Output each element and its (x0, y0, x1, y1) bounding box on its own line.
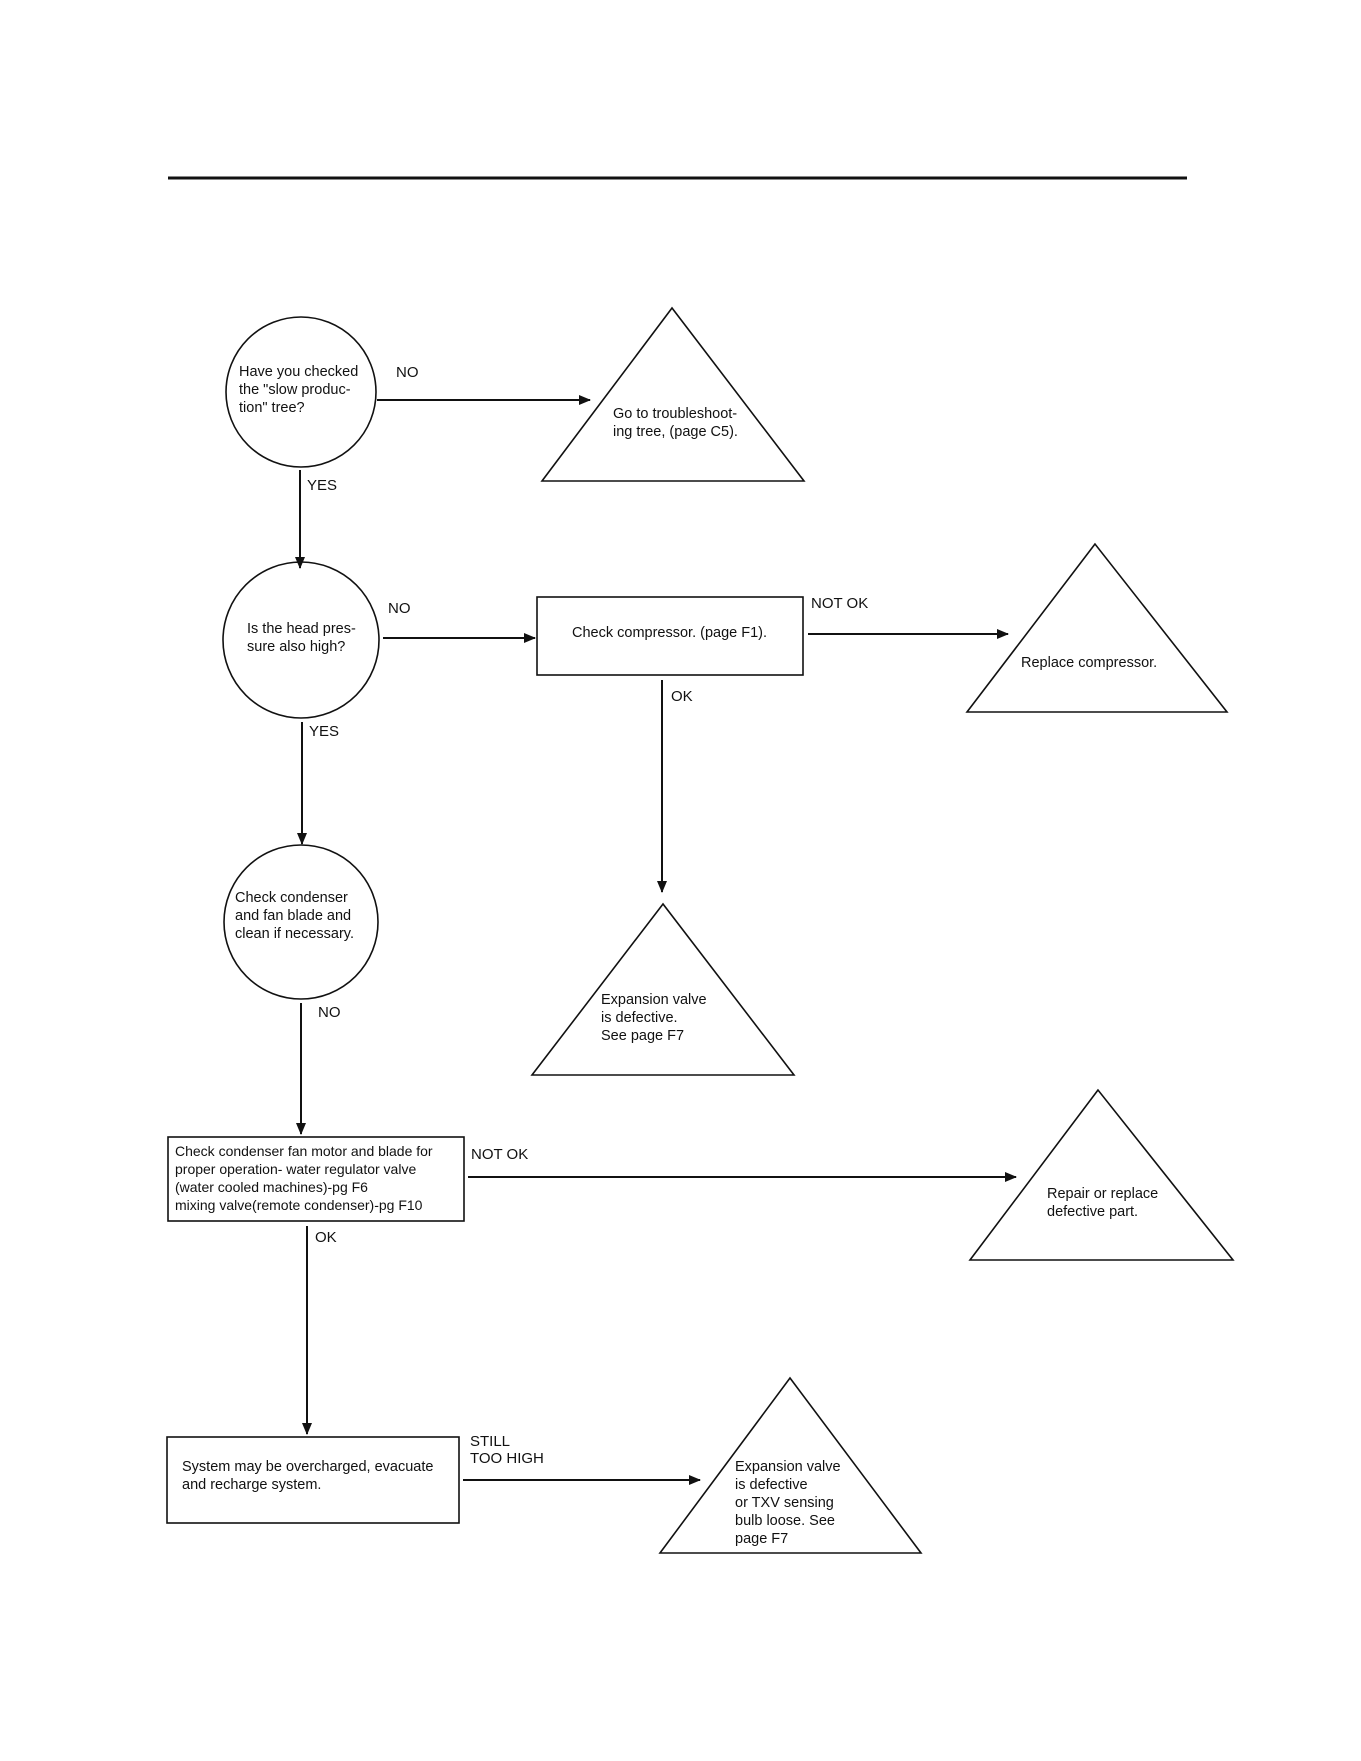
node-check-condenser-circle (223, 844, 379, 1000)
node-check-fan-motor-text: Check condenser fan motor and blade for … (175, 1143, 433, 1213)
edge-label-slow-no: NO (396, 364, 419, 381)
node-goto-tree-triangle (540, 306, 806, 482)
node-repair-replace-triangle (968, 1088, 1235, 1261)
node-slow-production-circle (225, 316, 377, 468)
edge-label-comp-notok: NOT OK (811, 595, 869, 612)
node-head-pressure-text: Is the head pres- sure also high? (247, 621, 356, 655)
edge-label-system-still: STILL TOO HIGH (470, 1433, 544, 1467)
edge-label-comp-ok: OK (671, 688, 693, 705)
edge-label-fan-ok: OK (315, 1229, 337, 1246)
node-expansion-valve-triangle-2 (658, 1376, 923, 1554)
edge-label-cond-no: NO (318, 1004, 341, 1021)
node-goto-tree-text: Go to troubleshoot- ing tree, (page C5). (613, 406, 738, 440)
node-expansion-valve-text-2: Expansion valve is defective or TXV sens… (735, 1459, 841, 1547)
node-repair-replace-text: Repair or replace defective part. (1047, 1186, 1159, 1220)
edge-label-slow-yes: YES (307, 477, 338, 494)
node-expansion-valve-text-1: Expansion valve is defective. See page F… (601, 992, 707, 1044)
node-check-compressor-text: Check compressor. (page F1). (572, 625, 768, 641)
node-check-compressor-box (536, 596, 804, 676)
node-replace-compressor-triangle (965, 542, 1229, 713)
node-replace-compressor-text: Replace compressor. (1021, 655, 1158, 671)
node-check-fan-motor-box (167, 1136, 465, 1222)
node-system-overcharged-text: System may be overcharged, evacuate and … (182, 1459, 434, 1493)
node-system-overcharged-box (166, 1436, 460, 1524)
edge-label-head-yes: YES (309, 723, 340, 740)
edge-label-head-no: NO (388, 600, 411, 617)
edge-label-fan-notok: NOT OK (471, 1146, 529, 1163)
node-check-condenser-text: Check condenser and fan blade and clean … (235, 890, 355, 942)
node-expansion-valve-triangle-1 (530, 902, 796, 1076)
node-slow-production-text: Have you checked the "slow produc- tion"… (239, 364, 359, 416)
